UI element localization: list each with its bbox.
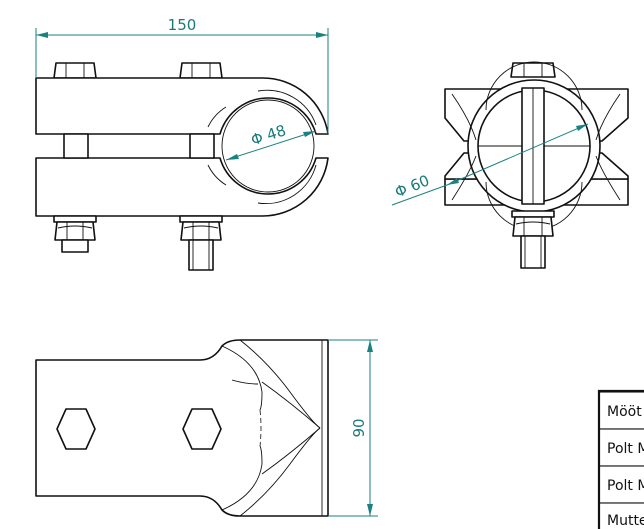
side-bottom-nut xyxy=(511,210,555,269)
top-view-hex-right xyxy=(182,408,222,450)
parts-table-row-2: Polt M xyxy=(607,441,644,457)
parts-table-row-4: Mutte xyxy=(607,513,644,529)
top-bolt-head-left xyxy=(53,62,97,79)
dimension-height: 90 xyxy=(328,339,378,517)
side-top-bolt-head xyxy=(510,62,556,78)
bolt-shank-left xyxy=(63,133,89,159)
pipe-bore xyxy=(221,99,315,193)
front-view: 150 Φ 48 xyxy=(35,16,329,271)
bottom-nut-right xyxy=(179,215,223,271)
parts-table: Mööt Polt M Polt M Mutte xyxy=(597,389,644,529)
top-view: 90 xyxy=(35,339,378,517)
dimension-label-height: 90 xyxy=(350,418,368,437)
dimension-label-outer-diameter: Φ 60 xyxy=(392,171,432,201)
parts-table-row-1: Mööt xyxy=(607,404,642,420)
side-view: Φ 60 xyxy=(391,61,629,269)
dimension-overall-length: 150 xyxy=(35,16,329,134)
dimension-label-length: 150 xyxy=(168,16,197,34)
bolt-shank-right xyxy=(189,133,215,159)
top-view-hex-left xyxy=(56,408,96,450)
bottom-nut-left xyxy=(53,215,97,253)
parts-table-row-3: Polt M xyxy=(607,478,644,494)
lower-clamp-half xyxy=(35,157,329,217)
dimension-inner-diameter: Φ 48 xyxy=(225,121,317,161)
top-bolt-head-right xyxy=(179,62,223,79)
upper-clamp-half xyxy=(35,77,329,135)
dimension-label-inner-diameter: Φ 48 xyxy=(249,121,288,149)
